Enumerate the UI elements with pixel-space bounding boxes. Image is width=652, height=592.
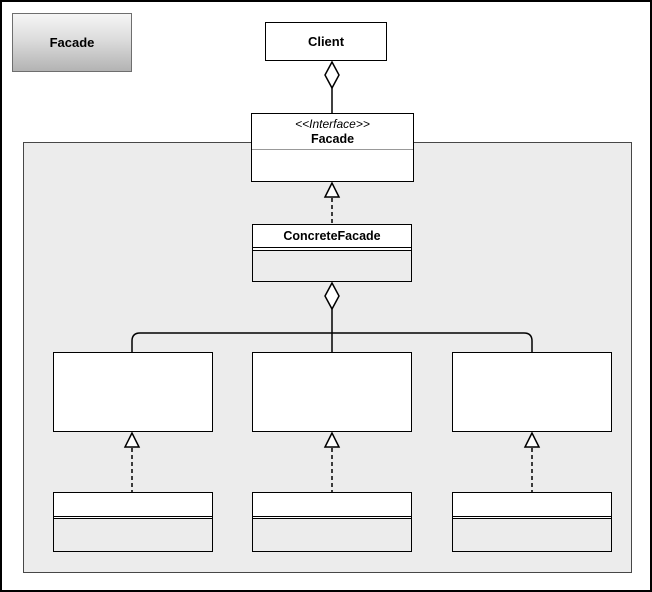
facade-interface-name-label: Facade <box>310 131 355 146</box>
subsystem-class-1 <box>53 352 213 432</box>
helper-class-title-compartment <box>253 493 411 517</box>
helper-class-title-compartment <box>453 493 611 517</box>
helper-class-2 <box>252 492 412 552</box>
subsystem-class-3 <box>452 352 612 432</box>
facade-interface-title-compartment: <<Interface>> Facade <box>252 114 413 150</box>
helper-class-attributes-compartment <box>253 517 411 519</box>
helper-class-1 <box>53 492 213 552</box>
facade-interface-class: <<Interface>> Facade <box>251 113 414 182</box>
concrete-facade-attributes-compartment <box>253 248 411 251</box>
helper-class-attributes-compartment <box>54 517 212 519</box>
concrete-facade-name-label: ConcreteFacade <box>283 229 381 243</box>
concrete-facade-title-compartment: ConcreteFacade <box>253 225 411 248</box>
helper-class-3 <box>452 492 612 552</box>
aggregation-diamond-icon <box>324 60 340 90</box>
helper-class-attributes-compartment <box>453 517 611 519</box>
interface-stereotype-label: <<Interface>> <box>295 116 370 131</box>
facade-interface-body-compartment <box>252 150 413 180</box>
concrete-facade-class: ConcreteFacade <box>252 224 412 282</box>
helper-class-title-compartment <box>54 493 212 517</box>
client-class-label: Client <box>307 34 345 49</box>
client-class: Client <box>265 22 387 61</box>
subsystem-class-2 <box>252 352 412 432</box>
pattern-title-label: Facade <box>49 35 95 50</box>
client-facade-aggregation-connector <box>324 60 340 113</box>
pattern-title-box: Facade <box>12 13 132 72</box>
